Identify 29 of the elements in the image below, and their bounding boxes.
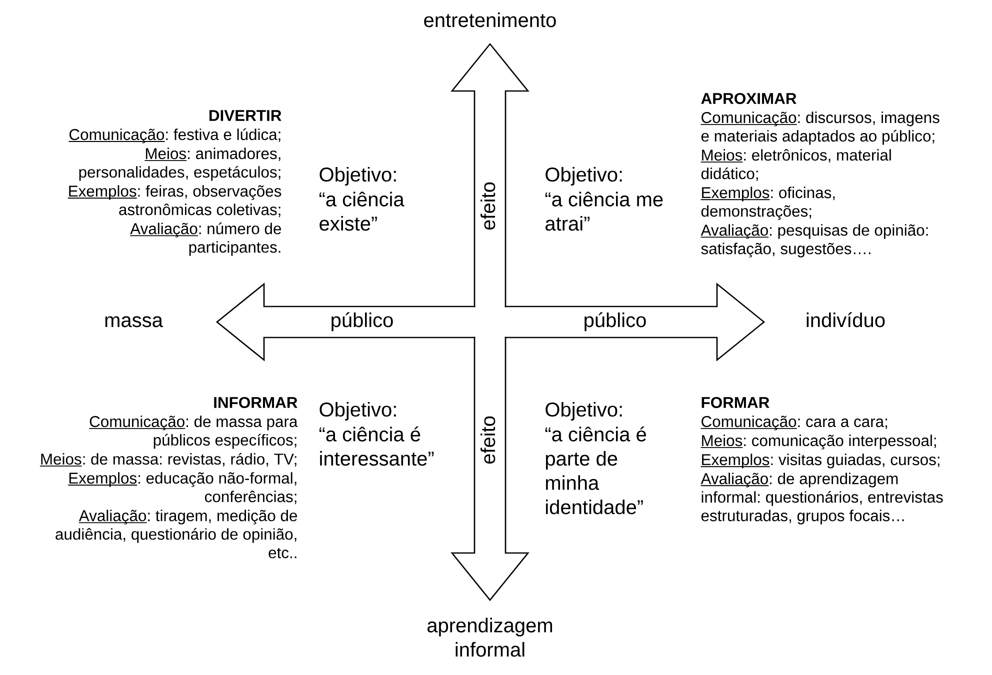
description-text: Avaliação: número de participantes.: [130, 222, 281, 256]
objective-quote: “a ciência me atrai”: [545, 192, 663, 231]
quadrant-title: FORMAR: [702, 396, 770, 408]
description-text: Avaliação: pesquisas de opinião: satisfação, sugestões….: [700, 224, 928, 258]
description-text: Exemplos: visitas guiadas, cursos;: [700, 454, 940, 468]
objective-label: Objetivo:: [320, 402, 396, 421]
description-text: Comunicação: festiva e lúdica;: [68, 128, 280, 144]
description-text: Avaliação: tiragem, medição de audiência, questionário de opinião, etc..: [56, 510, 297, 558]
axis-label: massa: [105, 316, 163, 328]
description-text: Comunicação: de massa para públicos específicos;: [88, 416, 298, 449]
description-text: Exemplos: feiras, observações astronômicas coletivas;: [67, 185, 282, 218]
axis-label: aprendizagem informal: [428, 618, 552, 657]
description-text: Meios: animadores, personalidades, espetáculos;: [79, 148, 280, 181]
description-text: Exemplos: educação não-formal, conferências;: [68, 472, 296, 504]
objective-label: Objetivo:: [320, 166, 396, 186]
quadrant-title: DIVERTIR: [209, 110, 282, 121]
axis-label: entretenimento: [424, 12, 556, 28]
description-text: Comunicação: discursos, imagens e materiais adaptados ao público;: [700, 112, 940, 145]
description-text: Meios: comunicação interpessoal;: [700, 434, 936, 450]
description-text: Exemplos: oficinas, demonstrações;: [700, 186, 835, 220]
description-text: Comunicação: cara a cara;: [700, 416, 888, 430]
description-text: Meios: eletrônicos, material didático;: [700, 149, 891, 182]
objective-quote: “a ciência existe”: [320, 192, 404, 231]
quadrant-title: INFORMAR: [214, 396, 298, 408]
axis-label: indivíduo: [806, 312, 885, 328]
quadrant-title: APROXIMAR: [701, 92, 796, 104]
description-text: Meios: de massa: revistas, rádio, TV;: [39, 452, 296, 467]
objective-label: Objetivo:: [546, 402, 622, 421]
description-text: Avaliação: de aprendizagem informal: questionários, entrevistas estruturadas, grupos focais…: [700, 472, 943, 524]
